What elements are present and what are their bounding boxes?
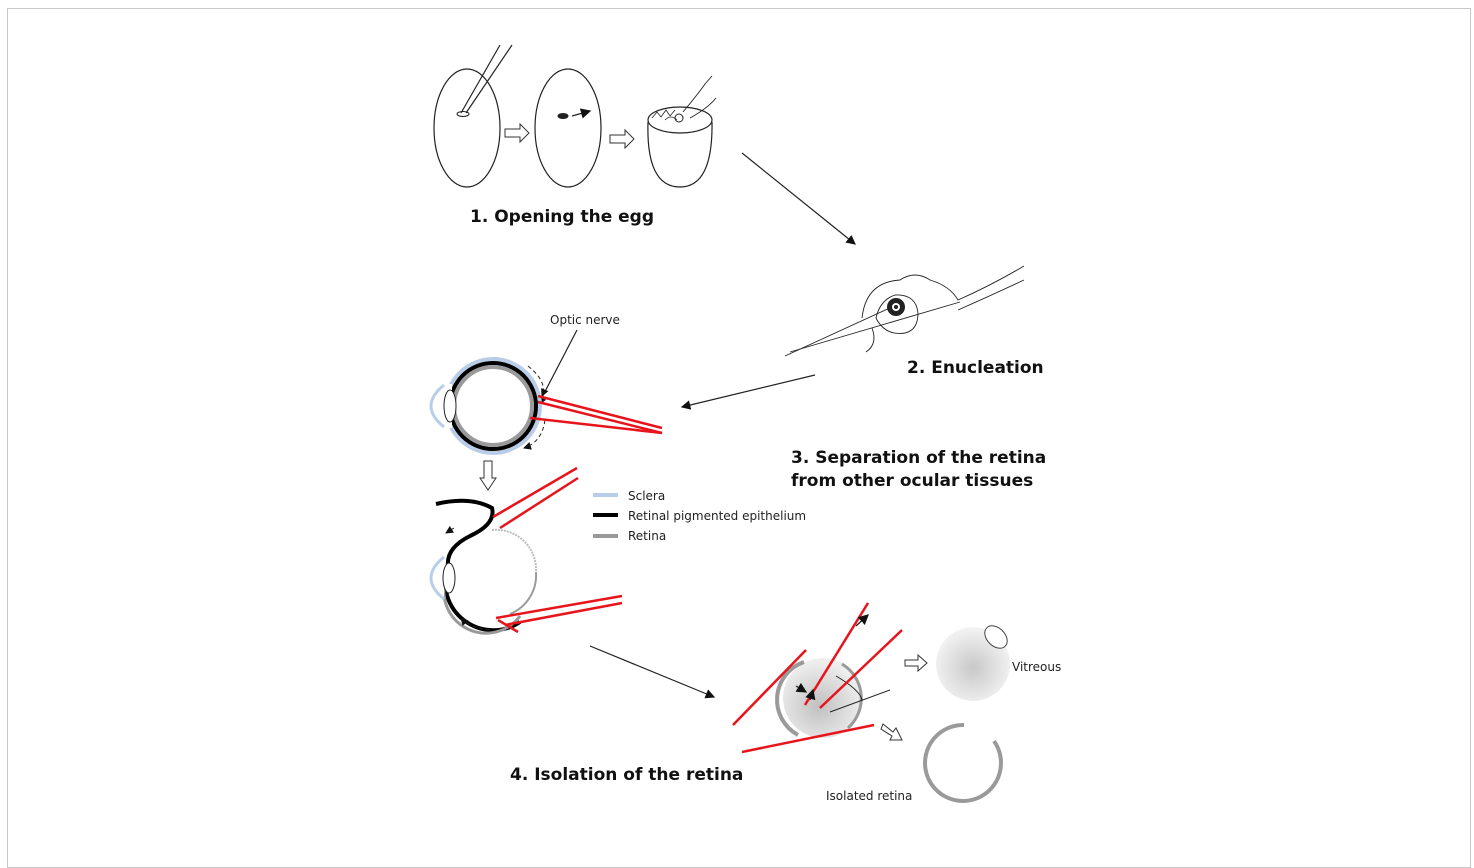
chick-head (785, 266, 1024, 356)
eye-peeling (431, 468, 622, 633)
step2-label: 2. Enucleation (907, 358, 1044, 378)
legend: Sclera Retinal pigmented epithelium Reti… (593, 489, 806, 543)
forceps-step3 (530, 396, 662, 433)
vitreous (936, 621, 1012, 701)
hollow-arrow-1 (505, 124, 529, 142)
optic-nerve-pointer (538, 330, 577, 405)
legend-label-sclera: Sclera (628, 489, 665, 503)
egg-1 (434, 45, 512, 187)
arrow-to-isolation (590, 646, 714, 697)
eye-whole (431, 359, 545, 453)
hollow-arrow-isolated (881, 724, 902, 740)
step4-label: 4. Isolation of the retina (510, 765, 743, 785)
legend-label-rpe: Retinal pigmented epithelium (628, 509, 806, 523)
hollow-arrow-2 (610, 130, 634, 148)
hollow-arrow-down (480, 461, 496, 490)
isolated-retina (925, 725, 1001, 801)
egg-3-opened (648, 76, 716, 187)
arrow-to-separation (682, 375, 815, 407)
egg-2 (535, 69, 601, 187)
legend-label-retina: Retina (628, 529, 666, 543)
arrow-to-enucleation (742, 153, 855, 244)
isolation-eyecup (733, 603, 902, 752)
step3-label-line2: from other ocular tissues (791, 471, 1033, 491)
isolated-retina-label: Isolated retina (826, 789, 912, 803)
step1-label: 1. Opening the egg (470, 207, 654, 227)
hollow-arrow-vitreous (905, 655, 927, 671)
optic-nerve-label: Optic nerve (550, 313, 620, 327)
step3-label-line1: 3. Separation of the retina (791, 448, 1046, 468)
vitreous-label: Vitreous (1012, 660, 1061, 674)
